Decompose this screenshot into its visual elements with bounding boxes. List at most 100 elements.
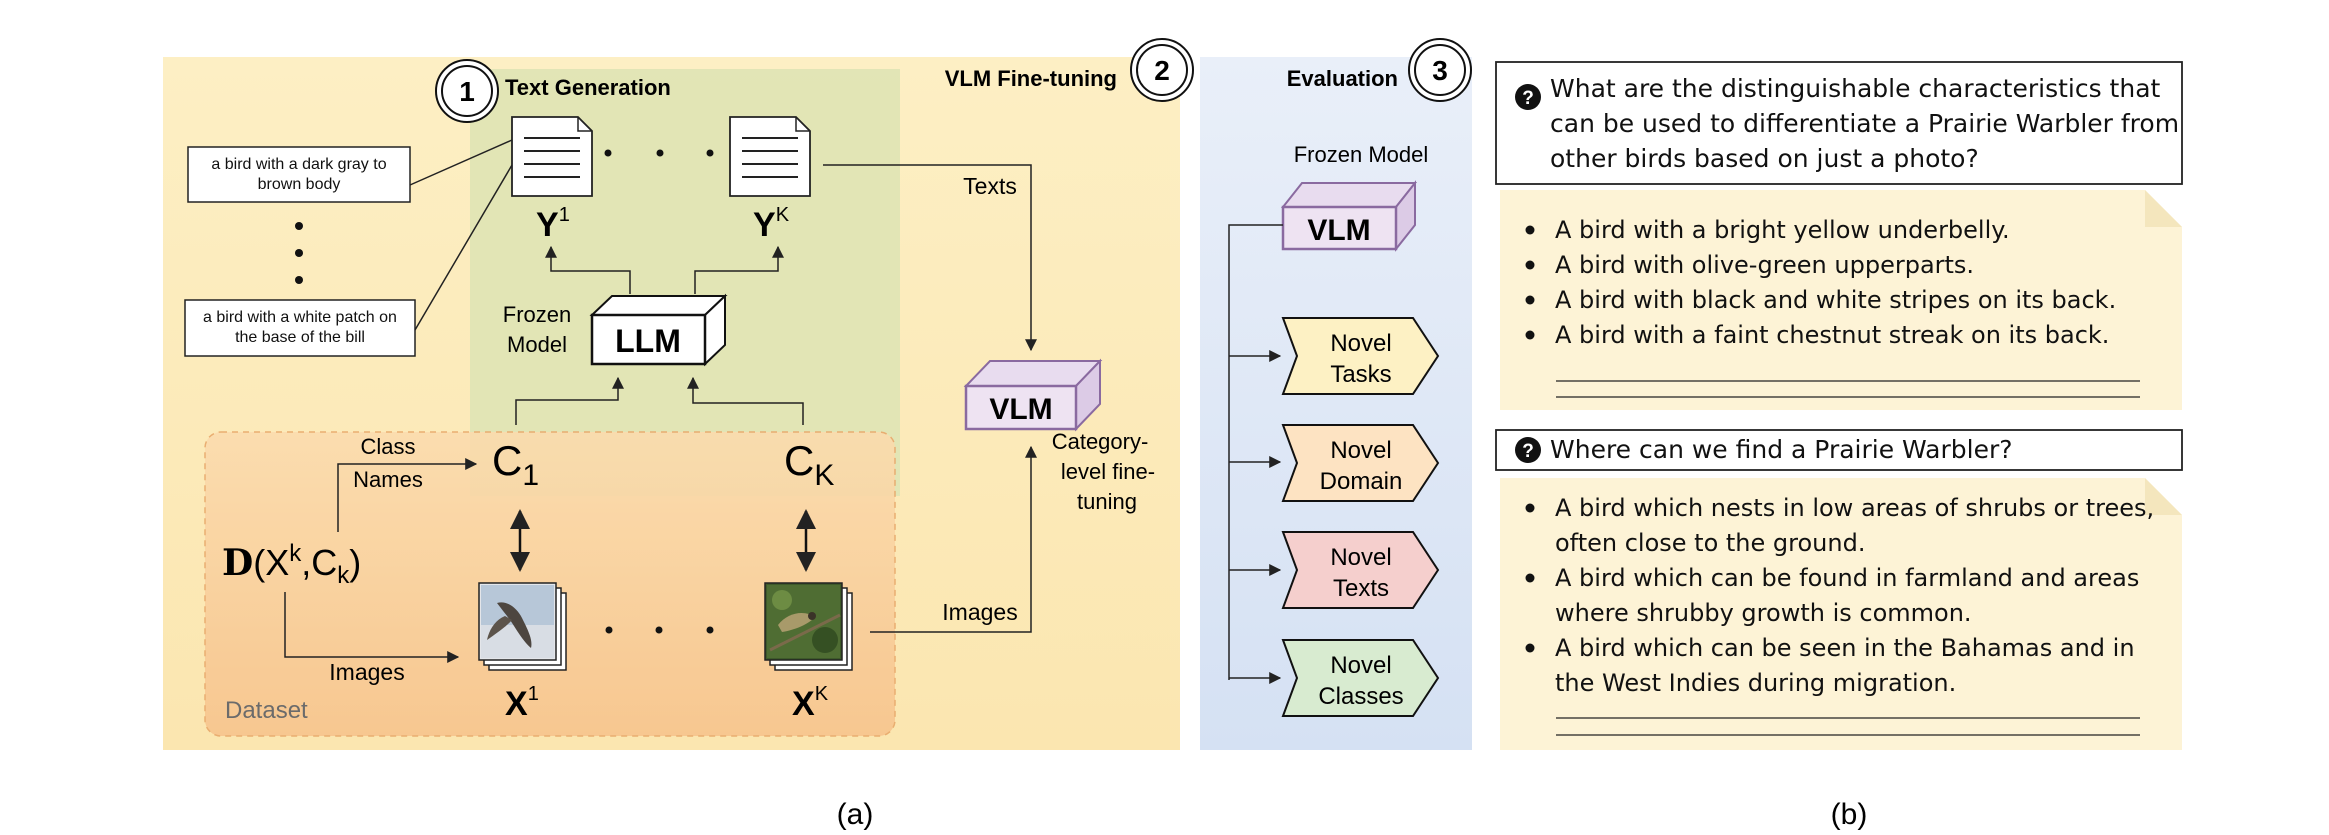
answer-list-2: A bird which nests in low areas of shrub… <box>1525 494 2154 697</box>
question-line: other birds based on just a photo? <box>1550 144 1979 173</box>
novel-item-line1: Novel <box>1330 437 1391 464</box>
frozen-model-label-line2: Model <box>507 332 567 357</box>
eval-frozen-label: Frozen Model <box>1294 142 1429 167</box>
frozen-model-label: Frozen <box>503 302 571 327</box>
image-stack-last <box>764 582 853 671</box>
callout-text-1: a bird with a dark gray to brown body <box>211 155 387 193</box>
class-label-first: C1 <box>492 437 539 492</box>
arrow-llm-to-doc-last <box>694 245 784 294</box>
stage-3-number: 3 <box>1432 55 1448 86</box>
vlm-label: VLM <box>989 393 1052 426</box>
image-label-last: XK <box>792 683 829 723</box>
question-box-1 <box>1495 61 2183 185</box>
stage-2-number: 2 <box>1154 55 1170 86</box>
question-line: can be used to differentiate a Prairie W… <box>1550 109 2179 138</box>
question-icon-mark-2: ? <box>1522 441 1534 462</box>
bullet-icon <box>1525 225 1535 235</box>
finetune-label-line3: tuning <box>1077 489 1137 514</box>
bullet-icon <box>1525 573 1535 583</box>
answer-item: A bird which can be seen in the Bahamas … <box>1525 634 2135 697</box>
question-text-2: Where can we find a Prairie Warbler? <box>1550 435 2013 464</box>
answer-line: the West Indies during migration. <box>1555 669 1956 697</box>
answer-line: where shrubby growth is common. <box>1555 599 1972 627</box>
answer-line: A bird which nests in low areas of shrub… <box>1555 494 2154 522</box>
class-label-last: CK <box>784 437 834 492</box>
answer-note-1-fold <box>2145 190 2182 227</box>
stage-1-badge: 1 <box>435 59 499 123</box>
novel-item-shape <box>1281 424 1440 502</box>
novel-item-line2: Tasks <box>1330 361 1391 388</box>
answer-note-2-fold <box>2145 478 2182 515</box>
image-label-first: X1 <box>505 683 539 723</box>
stage-1-title: Text Generation <box>505 75 671 100</box>
vlm-block-eval: VLM <box>1280 180 1418 252</box>
bullet-icon <box>1525 260 1535 270</box>
stage-3-badge: 3 <box>1408 38 1472 102</box>
class-names-label-line2: Names <box>353 467 423 492</box>
answer-item: A bird with black and white stripes on i… <box>1525 286 2116 314</box>
question-line: Where can we find a Prairie Warbler? <box>1550 435 2013 464</box>
answer-line: A bird with olive-green upperparts. <box>1555 251 1974 279</box>
texts-arrow-label: Texts <box>963 173 1017 199</box>
finetune-label-line2: level fine- <box>1061 459 1155 484</box>
doc-label-first: Y1 <box>536 204 570 244</box>
novel-item-line1: Novel <box>1330 652 1391 679</box>
stage-2-badge: 2 <box>1130 38 1194 102</box>
class-names-label-line1: Class <box>360 434 415 459</box>
bullet-icon <box>1525 330 1535 340</box>
bullet-icon <box>1525 503 1535 513</box>
question-icon-mark-1: ? <box>1522 88 1534 109</box>
stage-1-number: 1 <box>459 76 475 107</box>
answer-line: A bird with a bright yellow underbelly. <box>1555 216 2010 244</box>
panel-b: ? What are the distinguishable character… <box>1495 61 2183 831</box>
novel-item-line2: Domain <box>1320 468 1403 495</box>
arrow-c1-to-llm <box>515 376 624 425</box>
doc-label-last: YK <box>753 204 790 244</box>
horizontal-ellipsis-images <box>605 626 714 634</box>
evaluation-region <box>1200 57 1472 750</box>
callout-text-2: a bird with a white patch on the base of… <box>203 309 397 346</box>
eval-vlm-label: VLM <box>1307 214 1370 247</box>
dataset-symbol: D(Xk,Ck) <box>222 540 361 589</box>
images-arrow-label: Images <box>942 599 1017 625</box>
caption-a: (a) <box>837 798 874 831</box>
novel-item-shape <box>1281 531 1440 609</box>
arrow-images-to-vlm <box>870 445 1037 633</box>
vertical-ellipsis <box>295 222 303 284</box>
bullet-icon <box>1525 295 1535 305</box>
finetune-label-line1: Category- <box>1052 429 1149 454</box>
callout-line-2 <box>414 164 513 331</box>
question-icon-2 <box>1515 437 1541 463</box>
eval-tree-line <box>1228 224 1283 680</box>
llm-label: LLM <box>615 323 681 359</box>
answer-item: A bird with a faint chestnut streak on i… <box>1525 321 2109 349</box>
document-icon-first <box>511 116 593 197</box>
callout-box-2 <box>184 299 416 357</box>
bullet-icon <box>1525 643 1535 653</box>
question-icon-1 <box>1515 84 1541 110</box>
llm-block: LLM <box>589 293 728 367</box>
novel-item-line2: Classes <box>1318 683 1403 710</box>
document-icon-last <box>729 116 811 197</box>
answer-list-1: A bird with a bright yellow underbelly. A… <box>1525 216 2116 349</box>
dataset-label: Dataset <box>225 697 308 724</box>
vlm-block-finetune: VLM <box>963 358 1103 432</box>
arrow-images <box>284 592 460 663</box>
answer-item: A bird which nests in low areas of shrub… <box>1525 494 2154 557</box>
novel-items: NovelTasksNovelDomainNovelTextsNovelClas… <box>1281 317 1440 717</box>
arrow-class-names <box>337 458 478 532</box>
callout-line-1 <box>409 139 513 186</box>
panel-a: 1 Text Generation 2 VLM Fine-tuning 3 Ev… <box>163 38 1472 831</box>
novel-item-shape <box>1281 639 1440 717</box>
answer-item: A bird which can be found in farmland an… <box>1525 564 2139 627</box>
arrow-texts-to-vlm <box>823 164 1037 352</box>
caption-b: (b) <box>1831 798 1868 831</box>
novel-item-line1: Novel <box>1330 544 1391 571</box>
novel-item-line1: Novel <box>1330 330 1391 357</box>
question-line: What are the distinguishable characteris… <box>1550 74 2161 103</box>
